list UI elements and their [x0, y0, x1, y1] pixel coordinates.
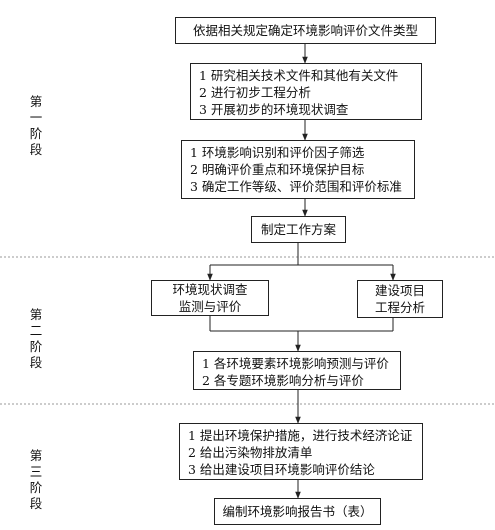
- work-plan-box: 制定工作方案: [251, 216, 346, 243]
- prediction-box: 1 各环境要素环境影响预测与评价 2 各专题环境影响分析与评价: [193, 351, 401, 390]
- stage-label-1: 第 一 阶 段: [29, 94, 43, 157]
- preparation-box: 1 研究相关技术文件和其他有关文件 2 进行初步工程分析 3 开展初步的环境现状…: [190, 63, 422, 120]
- stage-label-3: 第 三 阶 段: [29, 448, 43, 511]
- stage-label-2: 第 二 阶 段: [29, 307, 43, 370]
- measures-box: 1 提出环境保护措施，进行技术经济论证 2 给出污染物排放清单 3 给出建设项目…: [179, 423, 423, 480]
- determine-type-box: 依据相关规定确定环境影响评价文件类型: [175, 17, 436, 44]
- env-survey-box: 环境现状调查 监测与评价: [151, 280, 269, 316]
- screening-box: 1 环境影响识别和评价因子筛选 2 明确评价重点和环境保护目标 3 确定工作等级…: [181, 140, 415, 199]
- project-analysis-box: 建设项目 工程分析: [357, 280, 443, 318]
- report-box: 编制环境影响报告书（表）: [214, 498, 381, 525]
